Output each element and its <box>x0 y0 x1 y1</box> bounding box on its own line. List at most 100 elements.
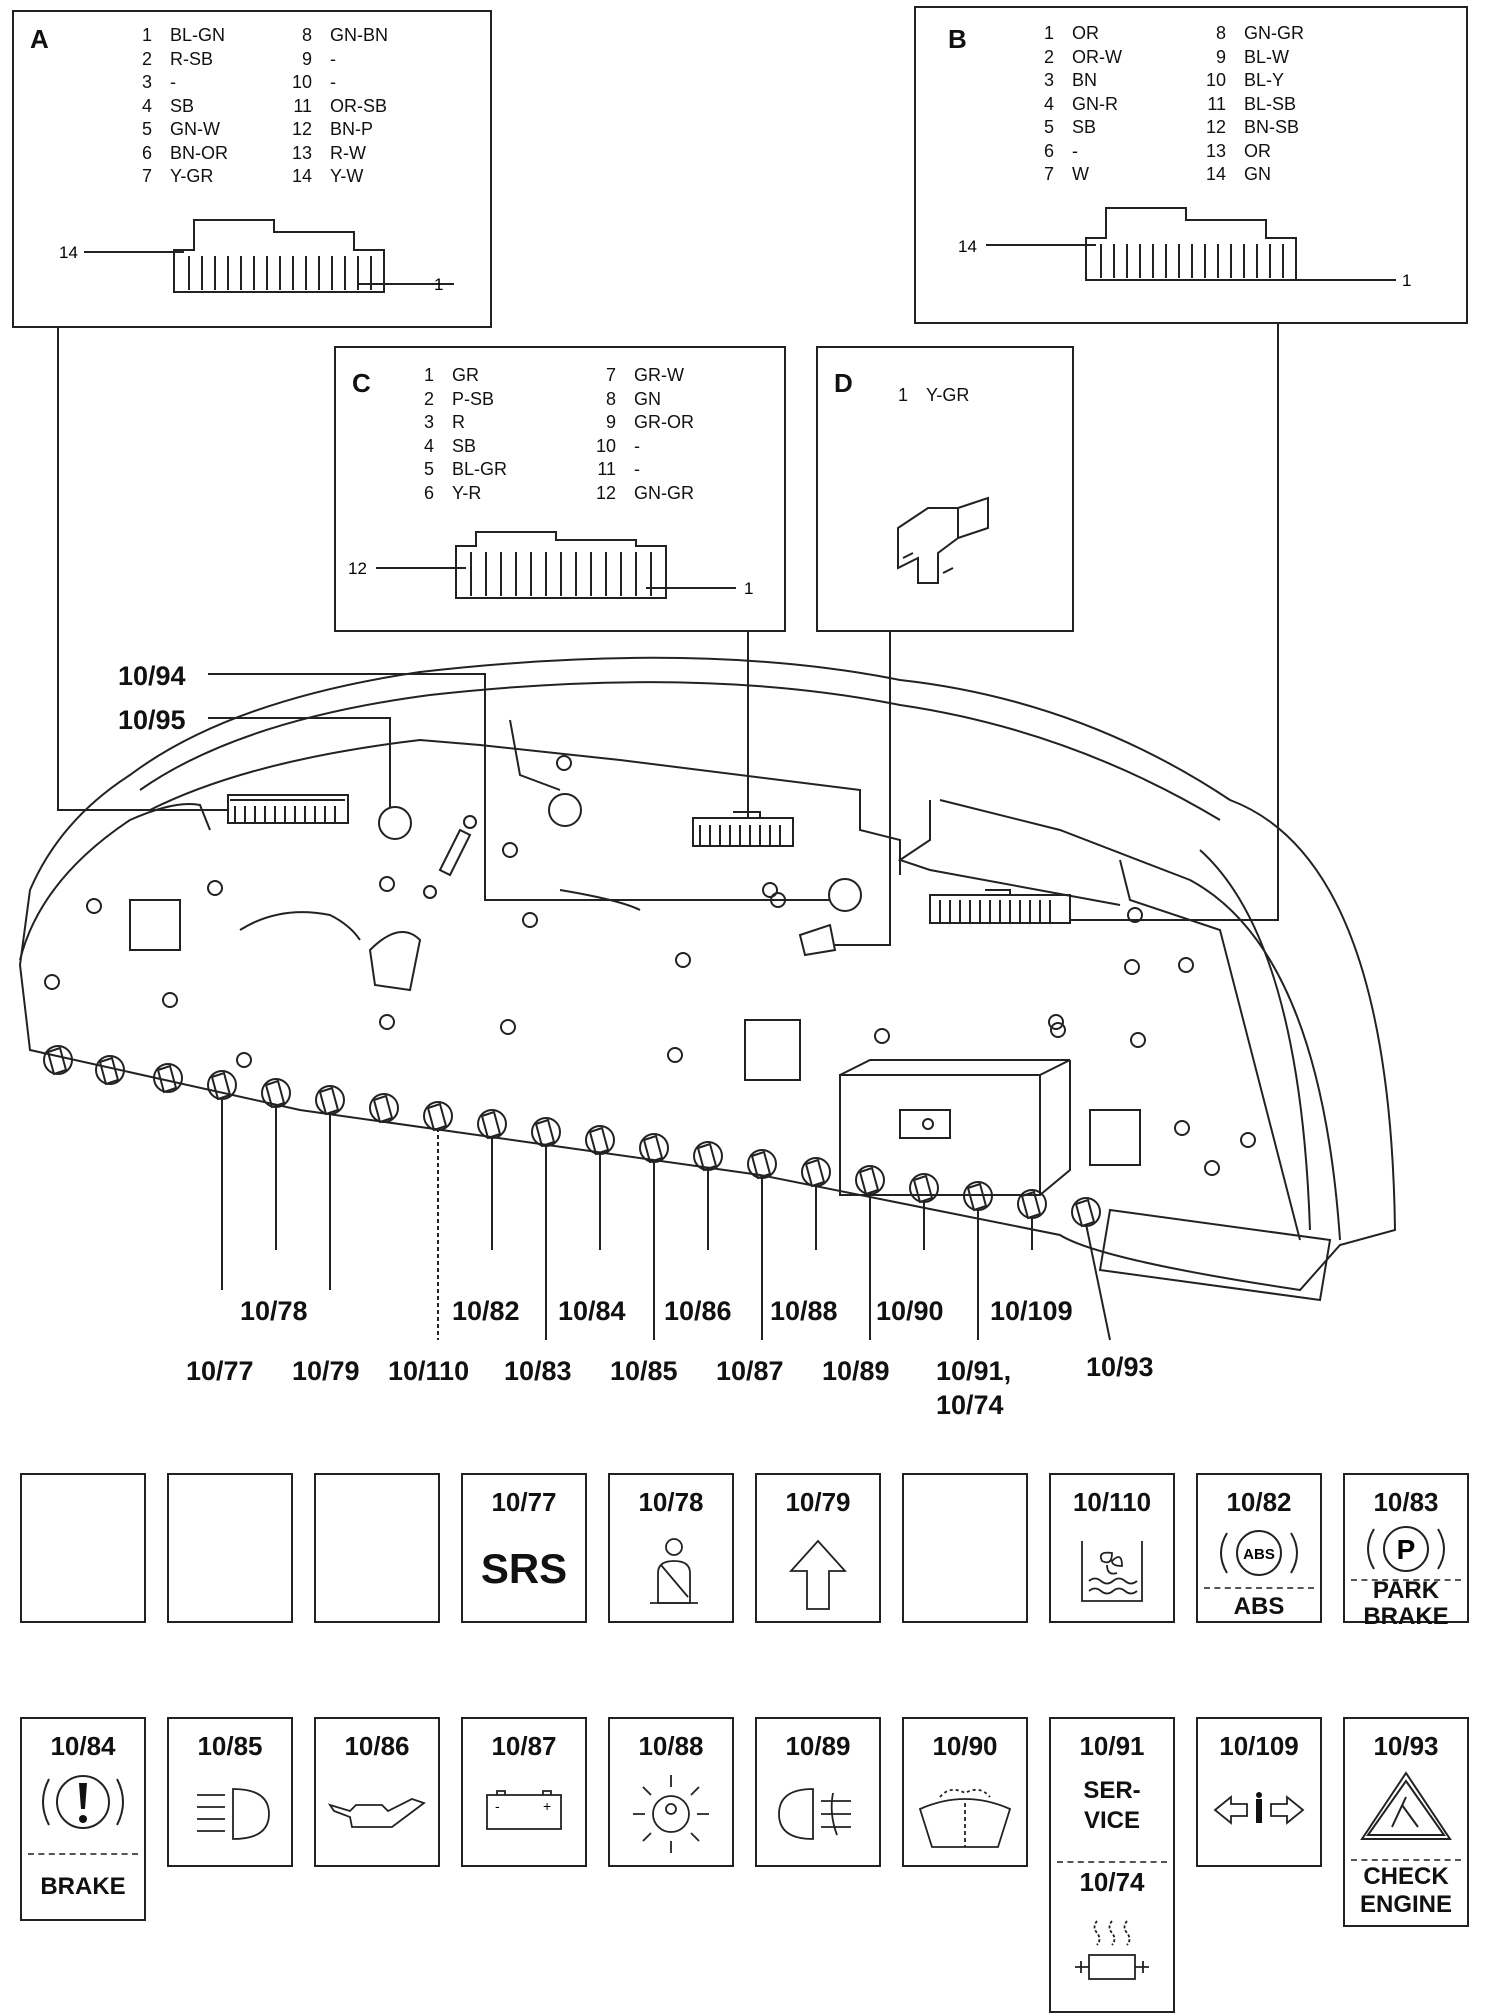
pin-number: 8 <box>605 388 616 409</box>
connector-letter-d: D <box>834 368 853 398</box>
pin-number: 3 <box>1043 70 1054 90</box>
connector-letter-a: A <box>30 24 49 54</box>
battery-icon: - + <box>486 1790 562 1830</box>
washer-fluid-icon <box>918 1788 1012 1848</box>
bulb-label-10-93: 10/93 <box>1086 1352 1154 1382</box>
panel-code: 10/77 <box>491 1487 557 1517</box>
pin-number: 4 <box>423 435 434 456</box>
pin-number: 12 <box>291 119 312 139</box>
panel-code: 10/79 <box>785 1487 851 1517</box>
battery-minus: - <box>495 1798 500 1814</box>
bulb-label-10-74: 10/74 <box>936 1390 1004 1420</box>
connector-c-end-right: 1 <box>744 579 753 598</box>
connector-letter-c: C <box>352 368 371 398</box>
bulb-label-10-77: 10/77 <box>186 1356 254 1386</box>
wire-color: BL-GN <box>170 25 226 45</box>
pin-number: 2 <box>1043 46 1054 67</box>
panel-code: 10/90 <box>932 1731 998 1761</box>
panel-service: 10/91 SER- VICE 10/74 <box>1049 1717 1175 2013</box>
panel-coolant: 10/110 <box>1049 1473 1175 1623</box>
panel-blank-3 <box>314 1473 440 1623</box>
pin-number: 14 <box>1205 164 1226 184</box>
wire-color: R-W <box>330 142 366 163</box>
panel-blank-4 <box>902 1473 1028 1623</box>
panel-oil: 10/86 <box>314 1717 440 1867</box>
pin-number: 7 <box>1043 164 1054 184</box>
wire-color: Y-GR <box>170 166 214 186</box>
wire-color: GN-GR <box>634 482 694 503</box>
wire-color: R <box>452 412 465 432</box>
bulb-label-10-94: 10/94 <box>118 661 186 691</box>
wire-color: BL-SB <box>1244 93 1297 114</box>
bulb-label-10-109: 10/109 <box>990 1296 1073 1326</box>
pin-row: 9- <box>274 48 450 72</box>
pin-number: 3 <box>141 72 152 92</box>
panel-code: 10/85 <box>197 1731 263 1761</box>
pin-row: 6- <box>1016 140 1192 164</box>
wire-color: - <box>634 435 640 456</box>
pin-number: 9 <box>301 48 312 69</box>
park-badge: P <box>1397 1534 1416 1565</box>
pin-row: 10- <box>578 435 754 459</box>
wire-color: - <box>1072 140 1078 161</box>
coolant-fan-icon <box>1081 1541 1143 1602</box>
srs-text: SRS <box>480 1545 568 1592</box>
connector-b-drawing: 14 1 <box>958 207 1411 290</box>
pin-row: 11- <box>578 458 754 482</box>
check-text-2: ENGINE <box>1359 1891 1452 1918</box>
bulb-label-10-85: 10/85 <box>610 1356 678 1386</box>
wire-color: OR <box>1072 23 1099 43</box>
park-text-1: PARK <box>1372 1577 1440 1604</box>
panel-code: 10/93 <box>1373 1731 1439 1761</box>
wire-color: BN-OR <box>170 142 228 163</box>
wire-color: BL-W <box>1244 46 1289 67</box>
pin-number: 1 <box>141 25 152 45</box>
pin-row: 6 BN-OR <box>114 142 290 166</box>
panel-divider <box>28 1853 138 1855</box>
panel-brake: 10/84 BRAKE <box>20 1717 146 1921</box>
oil-can-icon <box>327 1798 426 1828</box>
bulb-label-10-84: 10/84 <box>558 1296 626 1326</box>
bulb-label-10-95: 10/95 <box>118 705 186 735</box>
bulb-label-10-78: 10/78 <box>240 1296 308 1326</box>
panel-blank-1 <box>20 1473 146 1623</box>
wire-color: SB <box>452 435 477 456</box>
bulb-label-10-87: 10/87 <box>716 1356 784 1386</box>
panel-code: 10/110 <box>1072 1487 1152 1517</box>
pin-number: 1 <box>423 365 434 385</box>
panel-fog: 10/89 <box>755 1717 881 1867</box>
battery-plus: + <box>543 1798 551 1814</box>
pin-number: 6 <box>141 142 152 163</box>
bulb-failure-icon <box>633 1775 709 1853</box>
wire-color: - <box>330 72 336 92</box>
pin-number: 5 <box>141 119 152 139</box>
pin-number: 12 <box>595 482 616 503</box>
pin-number: 11 <box>597 459 616 479</box>
panel-battery: 10/87 - + <box>461 1717 587 1867</box>
wire-color: BL-Y <box>1244 70 1285 90</box>
pin-row: 1 BL-GN <box>114 24 290 48</box>
bulb-label-10-79: 10/79 <box>292 1356 360 1386</box>
